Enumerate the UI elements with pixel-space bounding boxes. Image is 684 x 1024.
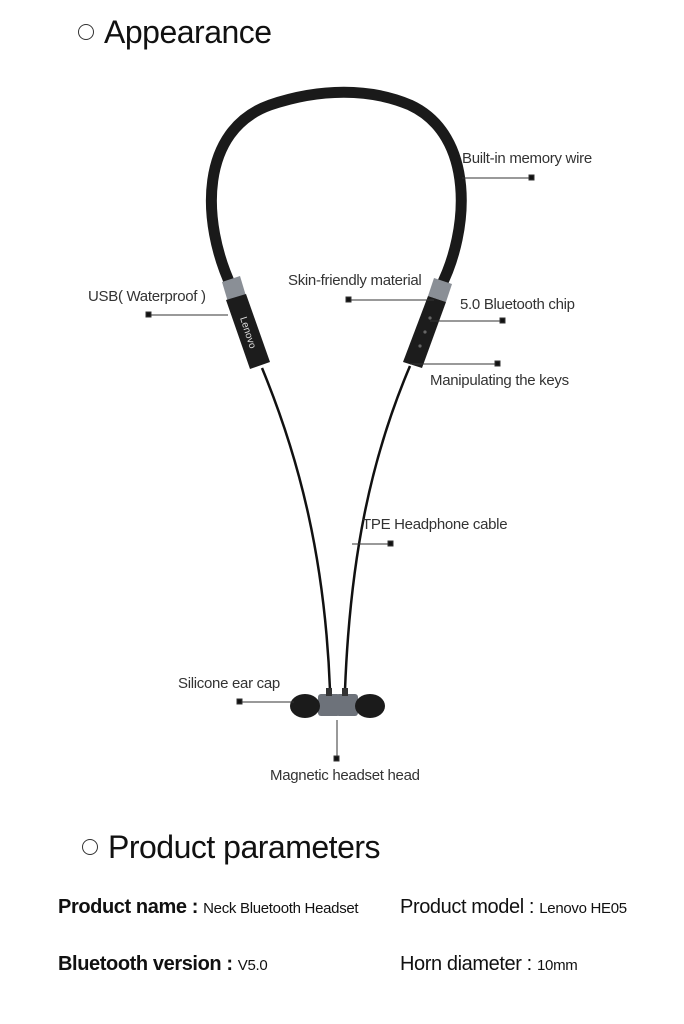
param-product-name: Product name : Neck Bluetooth Headset (58, 896, 359, 919)
callout-keys (410, 360, 501, 367)
label-ear-cap: Silicone ear cap (178, 675, 280, 692)
param-product-model: Product model : Lenovo HE05 (400, 896, 627, 919)
param-key: Bluetooth version : (58, 953, 238, 975)
param-key: Product model : (400, 896, 540, 918)
label-skin: Skin-friendly material (288, 272, 422, 289)
left-cable (260, 367, 332, 691)
callout-memory-wire (462, 174, 535, 181)
callout-magnetic (333, 720, 340, 762)
earbuds (290, 688, 385, 718)
param-key: Product name : (58, 896, 204, 918)
param-value: V5.0 (237, 957, 268, 974)
param-value: Lenovo HE05 (539, 900, 627, 917)
callout-usb (145, 311, 228, 318)
param-value: 10mm (537, 957, 578, 974)
callout-skin (345, 296, 434, 303)
headset-diagram: Lenovo (145, 86, 535, 762)
label-chip: 5.0 Bluetooth chip (460, 296, 575, 313)
circle-bullet-icon (82, 838, 98, 855)
param-key: Horn diameter : (400, 953, 537, 975)
label-memory-wire: Built-in memory wire (462, 150, 592, 167)
label-usb: USB( Waterproof ) (88, 288, 206, 305)
appearance-title: Appearance (104, 14, 272, 50)
left-module: Lenovo (222, 276, 270, 369)
param-horn-diameter: Horn diameter : 10mm (400, 953, 578, 976)
circle-bullet-icon (78, 23, 94, 40)
callout-ear-cap (236, 698, 294, 705)
parameters-title: Product parameters (108, 829, 381, 865)
appearance-heading: Appearance (78, 14, 272, 51)
param-value: Neck Bluetooth Headset (203, 900, 359, 917)
callout-chip (430, 317, 506, 324)
right-module (403, 278, 452, 368)
parameters-heading: Product parameters (82, 829, 381, 866)
callout-cable (352, 540, 394, 547)
label-cable: TPE Headphone cable (362, 516, 508, 533)
param-bluetooth-version: Bluetooth version : V5.0 (58, 953, 268, 976)
neckband (206, 86, 467, 294)
label-magnetic: Magnetic headset head (270, 767, 420, 784)
right-cable (343, 365, 412, 691)
label-keys: Manipulating the keys (430, 372, 569, 389)
